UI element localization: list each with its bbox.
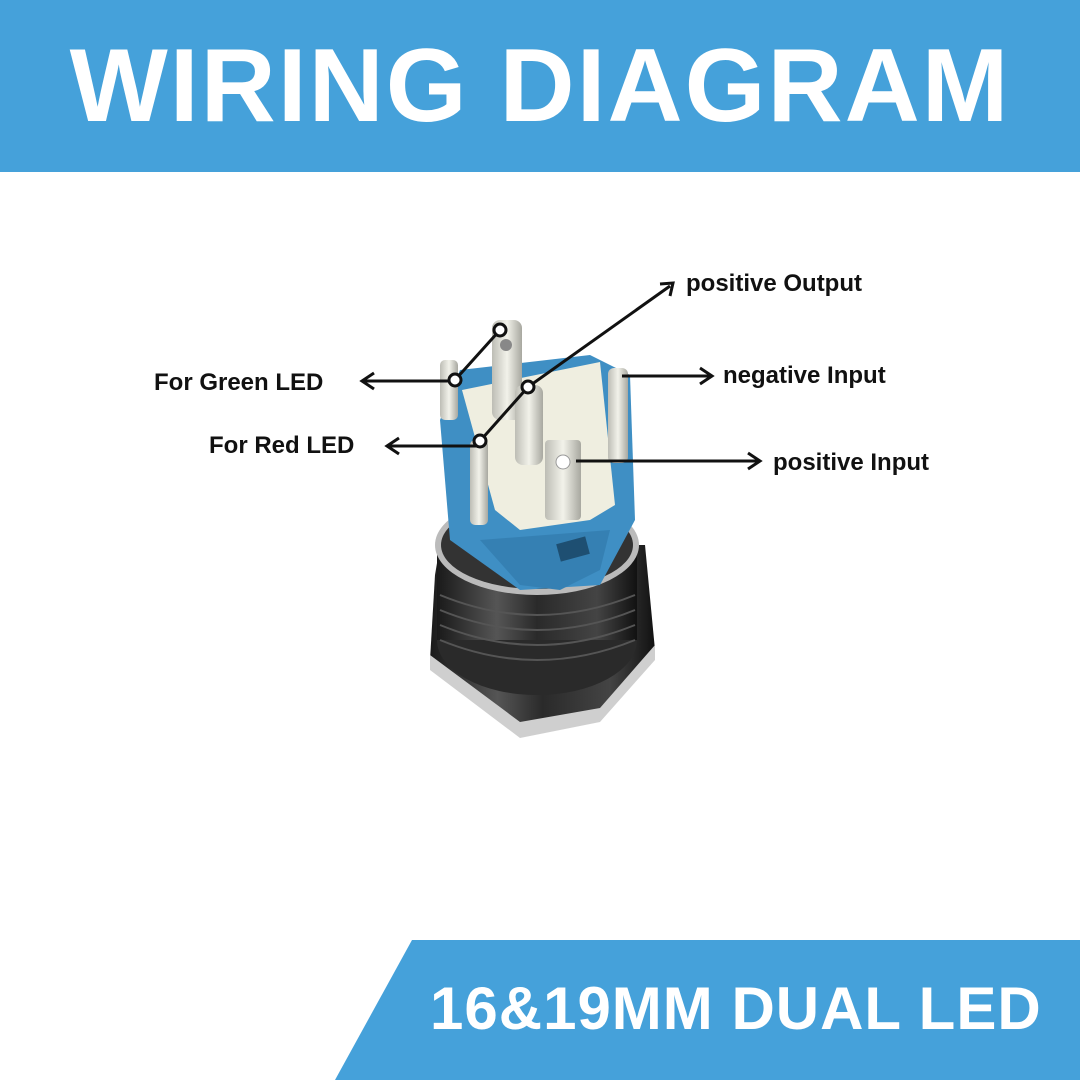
page-title: WIRING DIAGRAM — [69, 27, 1011, 144]
label-positive-output: positive Output — [686, 270, 862, 297]
header-banner: WIRING DIAGRAM — [0, 0, 1080, 172]
wiring-arrows — [359, 281, 763, 471]
negative-input-arrowhead-icon — [699, 366, 715, 386]
label-negative-input: negative Input — [723, 362, 886, 389]
red-led-leader — [478, 386, 530, 442]
green-led-leader — [453, 328, 502, 382]
footer-banner — [335, 940, 1080, 1080]
red-led-arrowhead-icon — [384, 436, 400, 456]
label-positive-input: positive Input — [773, 449, 929, 476]
label-for-green-led: For Green LED — [154, 369, 324, 396]
product-subtitle: 16&19MM DUAL LED — [430, 975, 1042, 1042]
push-button-switch-photo — [430, 320, 655, 738]
positive-output-arrowhead-icon — [659, 281, 675, 297]
green-led-arrowhead-icon — [359, 371, 375, 391]
terminal-markers — [447, 322, 536, 449]
label-for-red-led: For Red LED — [209, 432, 355, 459]
positive-input-arrowhead-icon — [747, 451, 763, 471]
positive-output-arrow — [527, 284, 671, 389]
